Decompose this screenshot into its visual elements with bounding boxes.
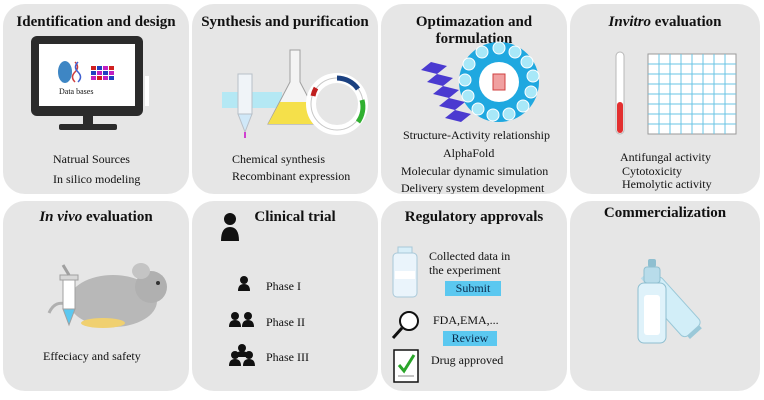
item-sar: Structure-Activity relationship	[403, 128, 550, 142]
panel-regulatory-approvals: Regulatory approvals Collected data in t…	[381, 201, 567, 391]
title-italic: Invitro	[608, 14, 652, 30]
phase-i-icon	[238, 276, 250, 291]
agencies-label: FDA,EMA,...	[433, 313, 499, 327]
test-tube-plate-icon	[615, 51, 737, 135]
collected-data-line2: the experiment	[429, 263, 501, 277]
submit-button[interactable]: Submit	[445, 281, 501, 296]
person-icon	[221, 213, 239, 241]
checklist-icon	[393, 349, 419, 383]
title-rest: evaluation	[82, 209, 153, 225]
screen-label: Data bases	[59, 87, 94, 96]
drug-approved-label: Drug approved	[431, 353, 504, 367]
collected-data-line1: Collected data in	[429, 249, 511, 263]
item-hemolytic: Hemolytic activity	[622, 177, 712, 191]
item-natural-sources: Natrual Sources	[53, 152, 130, 166]
panel-optimization-formulation: Optimazation and formulation Structure-A…	[381, 4, 567, 194]
item-in-silico: In silico modeling	[53, 172, 141, 186]
item-antifungal: Antifungal activity	[620, 150, 711, 164]
item-chemical-synthesis: Chemical synthesis	[232, 152, 325, 166]
item-efficacy-safety: Effeciacy and safety	[43, 349, 141, 363]
panel-invivo-evaluation: In vivo evaluation Effeciacy and safety	[3, 201, 189, 391]
item-md-simulation: Molecular dynamic simulation	[401, 164, 549, 178]
item-recombinant-expression: Recombinant expression	[232, 169, 351, 183]
panel-title: Synthesis and purification	[201, 14, 369, 30]
phase-iii-icon	[229, 344, 255, 366]
bottle-icon	[392, 246, 418, 298]
item-alphafold: AlphaFold	[443, 146, 495, 160]
panel-title: Regulatory approvals	[404, 209, 544, 225]
panel-title: Commercialization	[603, 205, 727, 221]
panel-title: Invitro evaluation	[570, 14, 760, 31]
panel-commercialization: Commercialization	[570, 201, 760, 391]
phase-iii-label: Phase III	[266, 350, 309, 364]
panel-title: Identification and design	[16, 14, 176, 30]
panel-title: In vivo evaluation	[3, 209, 189, 226]
panel-clinical-trial: Clinical trial Phase I Phase II Phase II…	[192, 201, 378, 391]
lab-equipment-icon	[222, 49, 368, 138]
panel-synthesis-purification: Synthesis and purification Chemical synt…	[192, 4, 378, 194]
item-delivery-system: Delivery system development	[401, 181, 545, 194]
magnifier-icon	[391, 311, 419, 340]
vial-syringe-icon	[637, 259, 702, 344]
title-rest: evaluation	[651, 14, 722, 30]
helix-liposome-icon	[421, 41, 540, 122]
panel-identification-design: Identification and design Data bases Nat…	[3, 4, 189, 194]
computer-monitor-icon	[31, 36, 149, 130]
panel-title: Clinical trial	[254, 209, 336, 225]
mouse-syringe-icon	[47, 263, 167, 328]
phase-ii-icon	[229, 312, 254, 327]
review-button[interactable]: Review	[443, 331, 497, 346]
phase-ii-label: Phase II	[266, 315, 305, 329]
panel-invitro-evaluation: Invitro evaluation Antifungal activity C…	[570, 4, 760, 194]
title-italic: In vivo	[39, 209, 83, 225]
phase-i-label: Phase I	[266, 279, 301, 293]
item-cytotoxicity: Cytotoxicity	[622, 164, 682, 178]
